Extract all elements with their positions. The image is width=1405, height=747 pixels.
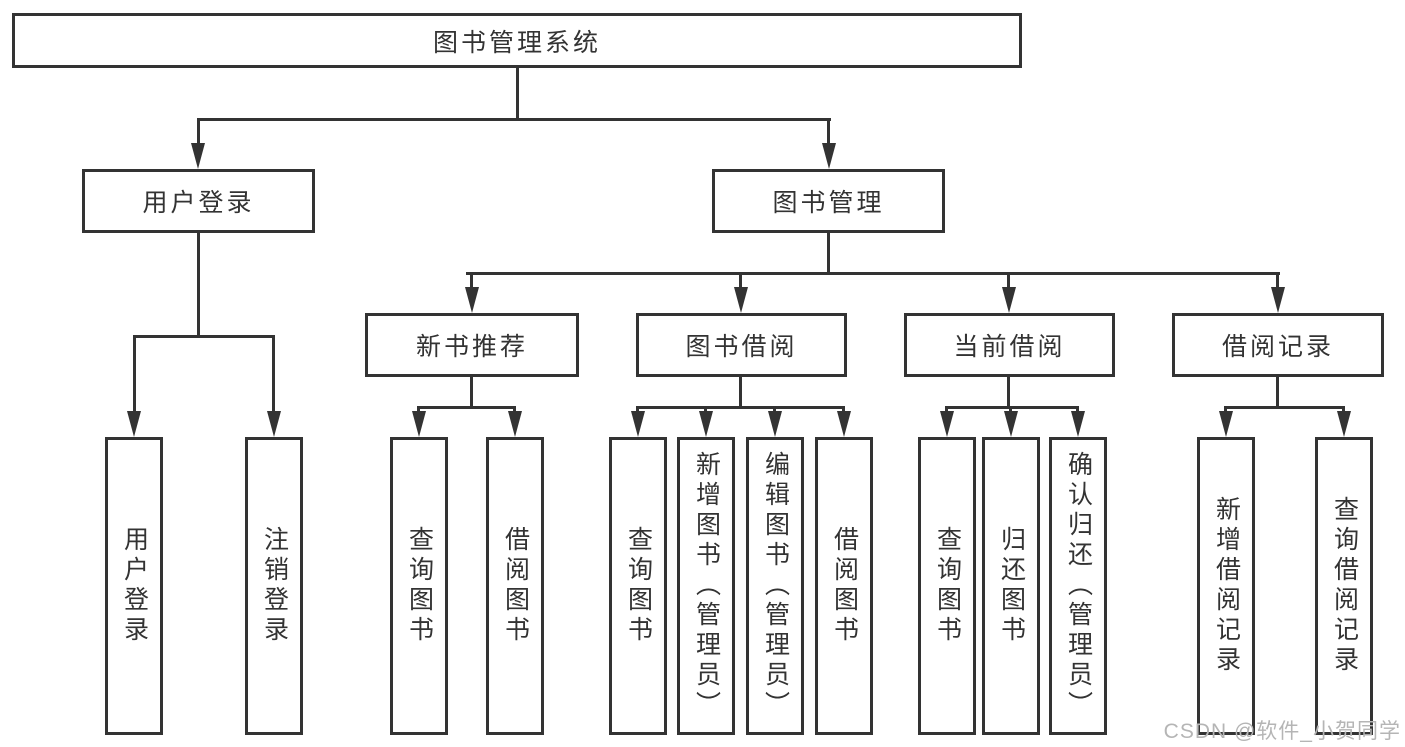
connector-line <box>637 406 845 409</box>
node-label: 借阅记录 <box>1221 333 1334 361</box>
node-label: 查询图书 <box>933 526 962 646</box>
node-label: 借阅图书 <box>501 526 530 646</box>
connector-line <box>1007 272 1010 289</box>
arrowhead-down-icon <box>1219 411 1233 437</box>
node-label: 新增图书（管理员） <box>692 451 721 721</box>
connector-line <box>470 377 473 408</box>
connector-line <box>773 406 776 414</box>
node-label: 用户登录 <box>142 189 255 217</box>
node-edit-books-admin: 编辑图书（管理员） <box>746 437 804 735</box>
node-label: 图书管理系统 <box>432 28 601 57</box>
arrowhead-down-icon <box>267 411 281 437</box>
connector-line <box>704 406 707 414</box>
node-current-borrowing: 当前借阅 <box>904 313 1115 377</box>
connector-line <box>133 335 275 338</box>
node-label: 查询图书 <box>624 526 653 646</box>
node-user-login: 用户登录 <box>82 169 315 233</box>
arrowhead-down-icon <box>1071 411 1085 437</box>
connector-line <box>1225 406 1345 409</box>
connector-line <box>842 406 845 414</box>
node-add-books-admin: 新增图书（管理员） <box>677 437 735 735</box>
node-label: 新书推荐 <box>415 333 528 361</box>
arrowhead-down-icon <box>631 411 645 437</box>
connector-line <box>1007 377 1010 408</box>
connector-line <box>272 335 275 413</box>
node-label: 用户登录 <box>120 526 149 646</box>
connector-line <box>1342 406 1345 414</box>
node-library-management-system: 图书管理系统 <box>12 13 1022 68</box>
connector-line <box>1009 406 1012 414</box>
arrowhead-down-icon <box>768 411 782 437</box>
node-book-management: 图书管理 <box>712 169 945 233</box>
node-book-borrowing: 图书借阅 <box>636 313 847 377</box>
arrowhead-down-icon <box>191 143 205 169</box>
node-user-login-leaf: 用户登录 <box>105 437 163 735</box>
node-return-books: 归还图书 <box>982 437 1040 735</box>
connector-line <box>197 233 200 337</box>
arrowhead-down-icon <box>822 143 836 169</box>
connector-line <box>197 118 200 146</box>
csdn-watermark: CSDN @软件_小贺同学 <box>1163 720 1401 743</box>
node-logout: 注销登录 <box>245 437 303 735</box>
node-label: 确认归还（管理员） <box>1064 451 1093 721</box>
node-label: 查询借阅记录 <box>1330 496 1359 676</box>
connector-line <box>1224 406 1227 414</box>
arrowhead-down-icon <box>508 411 522 437</box>
connector-line <box>945 406 948 414</box>
arrowhead-down-icon <box>699 411 713 437</box>
connector-line <box>513 406 516 414</box>
node-query-books-recommend: 查询图书 <box>390 437 448 735</box>
node-query-books-borrowing: 查询图书 <box>609 437 667 735</box>
connector-line <box>827 233 830 275</box>
node-label: 归还图书 <box>997 526 1026 646</box>
node-borrow-books: 借阅图书 <box>815 437 873 735</box>
connector-line <box>636 406 639 414</box>
connector-line <box>418 406 516 409</box>
node-label: 注销登录 <box>260 526 289 646</box>
connector-line <box>1076 406 1079 414</box>
connector-line <box>133 335 136 413</box>
node-label: 编辑图书（管理员） <box>761 451 790 721</box>
node-label: 查询图书 <box>405 526 434 646</box>
node-add-borrow-record: 新增借阅记录 <box>1197 437 1255 735</box>
arrowhead-down-icon <box>837 411 851 437</box>
connector-line <box>470 272 473 289</box>
arrowhead-down-icon <box>127 411 141 437</box>
node-borrow-books-recommend: 借阅图书 <box>486 437 544 735</box>
connector-line <box>827 118 830 146</box>
node-query-borrow-record: 查询借阅记录 <box>1315 437 1373 735</box>
connector-line <box>516 68 519 120</box>
arrowhead-down-icon <box>940 411 954 437</box>
node-confirm-return-admin: 确认归还（管理员） <box>1049 437 1107 735</box>
connector-line <box>739 272 742 289</box>
node-label: 图书借阅 <box>685 333 798 361</box>
node-borrowing-records: 借阅记录 <box>1172 313 1384 377</box>
node-new-book-recommend: 新书推荐 <box>365 313 579 377</box>
arrowhead-down-icon <box>734 287 748 313</box>
connector-line <box>466 272 1280 275</box>
node-label: 新增借阅记录 <box>1212 496 1241 676</box>
node-query-books-current: 查询图书 <box>918 437 976 735</box>
node-label: 图书管理 <box>772 189 885 217</box>
connector-line <box>739 377 742 408</box>
arrowhead-down-icon <box>412 411 426 437</box>
arrowhead-down-icon <box>1271 287 1285 313</box>
arrowhead-down-icon <box>1337 411 1351 437</box>
arrowhead-down-icon <box>465 287 479 313</box>
arrowhead-down-icon <box>1002 287 1016 313</box>
connector-line <box>417 406 420 414</box>
node-label: 借阅图书 <box>830 526 859 646</box>
arrowhead-down-icon <box>1004 411 1018 437</box>
connector-line <box>1276 272 1279 289</box>
node-label: 当前借阅 <box>953 333 1066 361</box>
connector-line <box>197 118 831 121</box>
connector-line <box>1276 377 1279 408</box>
connector-line <box>946 406 1079 409</box>
